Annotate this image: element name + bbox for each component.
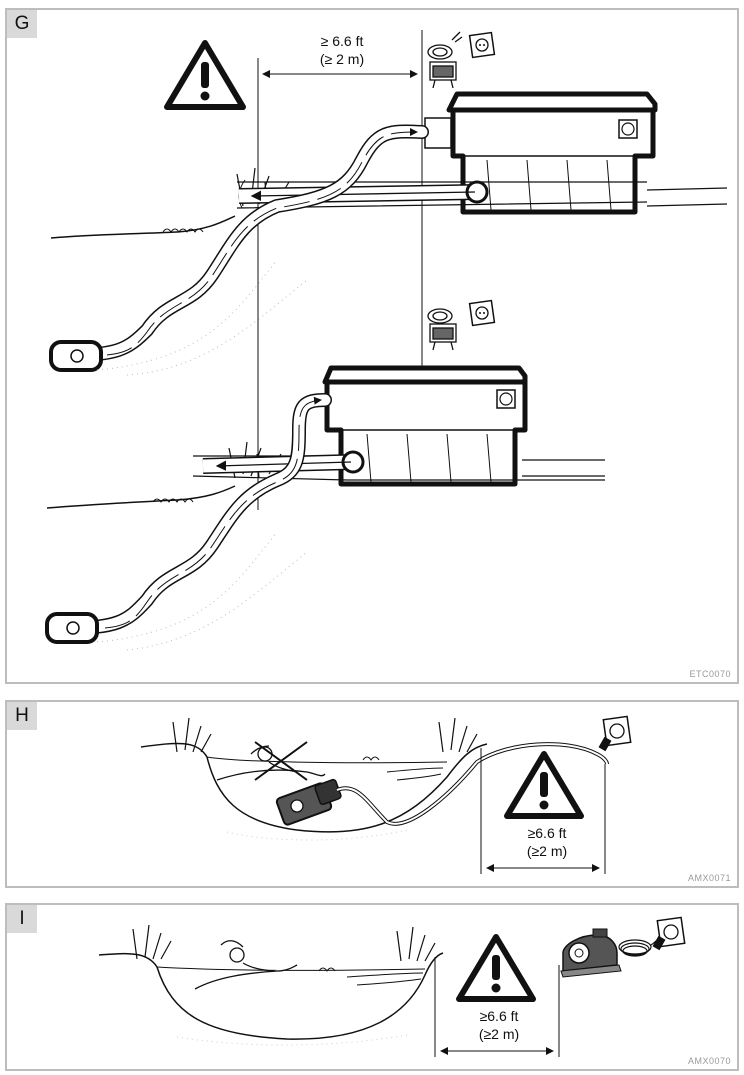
prohibited-x-icon (254, 741, 308, 781)
filter-box-icon (424, 91, 658, 215)
distance-metric: (≥ 2 m) (319, 51, 365, 67)
warning-triangle-icon (504, 751, 584, 819)
distance-label: ≥ 6.6 ft (≥ 2 m) (297, 32, 387, 68)
distance-metric: (≥2 m) (478, 1026, 520, 1042)
power-outlet-icon (652, 916, 686, 951)
panel-h: H AMX0071 ≥6.6 ft (≥2 m) (5, 700, 739, 888)
figure-code: AMX0070 (687, 1056, 731, 1066)
power-outlet-icon (598, 715, 632, 752)
distance-dimension (434, 957, 560, 1057)
distance-dimension (480, 748, 606, 874)
pump-icon (49, 340, 103, 372)
distance-label: ≥6.6 ft (≥2 m) (459, 1007, 539, 1043)
distance-imperial: ≥6.6 ft (527, 825, 567, 841)
pond-pump-safe-diagram (98, 916, 686, 1057)
panel-label: G (7, 10, 37, 38)
pond-pump-unsafe-diagram (140, 715, 632, 874)
panel-g: G ETC0070 ≥ 6.6 ft (≥ 2 m) (5, 8, 739, 684)
distance-imperial: ≥ 6.6 ft (320, 33, 364, 49)
panel-label: I (7, 905, 37, 933)
distance-dimension (257, 30, 423, 510)
panel-i: I AMX0070 ≥6.6 ft (≥2 m) (5, 903, 739, 1071)
distance-label: ≥6.6 ft (≥2 m) (507, 824, 587, 860)
pump-icon (45, 612, 99, 644)
pump-icon (275, 778, 342, 826)
power-outlet-icon (468, 299, 496, 327)
transformer-icon (427, 31, 463, 89)
distance-metric: (≥2 m) (526, 843, 568, 859)
warning-triangle-icon (164, 40, 246, 110)
transformer-icon (427, 308, 457, 351)
warning-triangle-icon (456, 934, 536, 1002)
figure-code: AMX0071 (687, 873, 731, 883)
filter-box-icon (322, 365, 528, 487)
power-outlet-icon (468, 31, 496, 59)
pond-filter-diagram (45, 30, 728, 651)
panel-label: H (7, 702, 37, 730)
figure-code: ETC0070 (689, 669, 731, 679)
swimmer-icon (194, 940, 298, 990)
swimmer-icon (216, 745, 326, 781)
pump-icon (560, 928, 622, 978)
distance-imperial: ≥6.6 ft (479, 1008, 519, 1024)
